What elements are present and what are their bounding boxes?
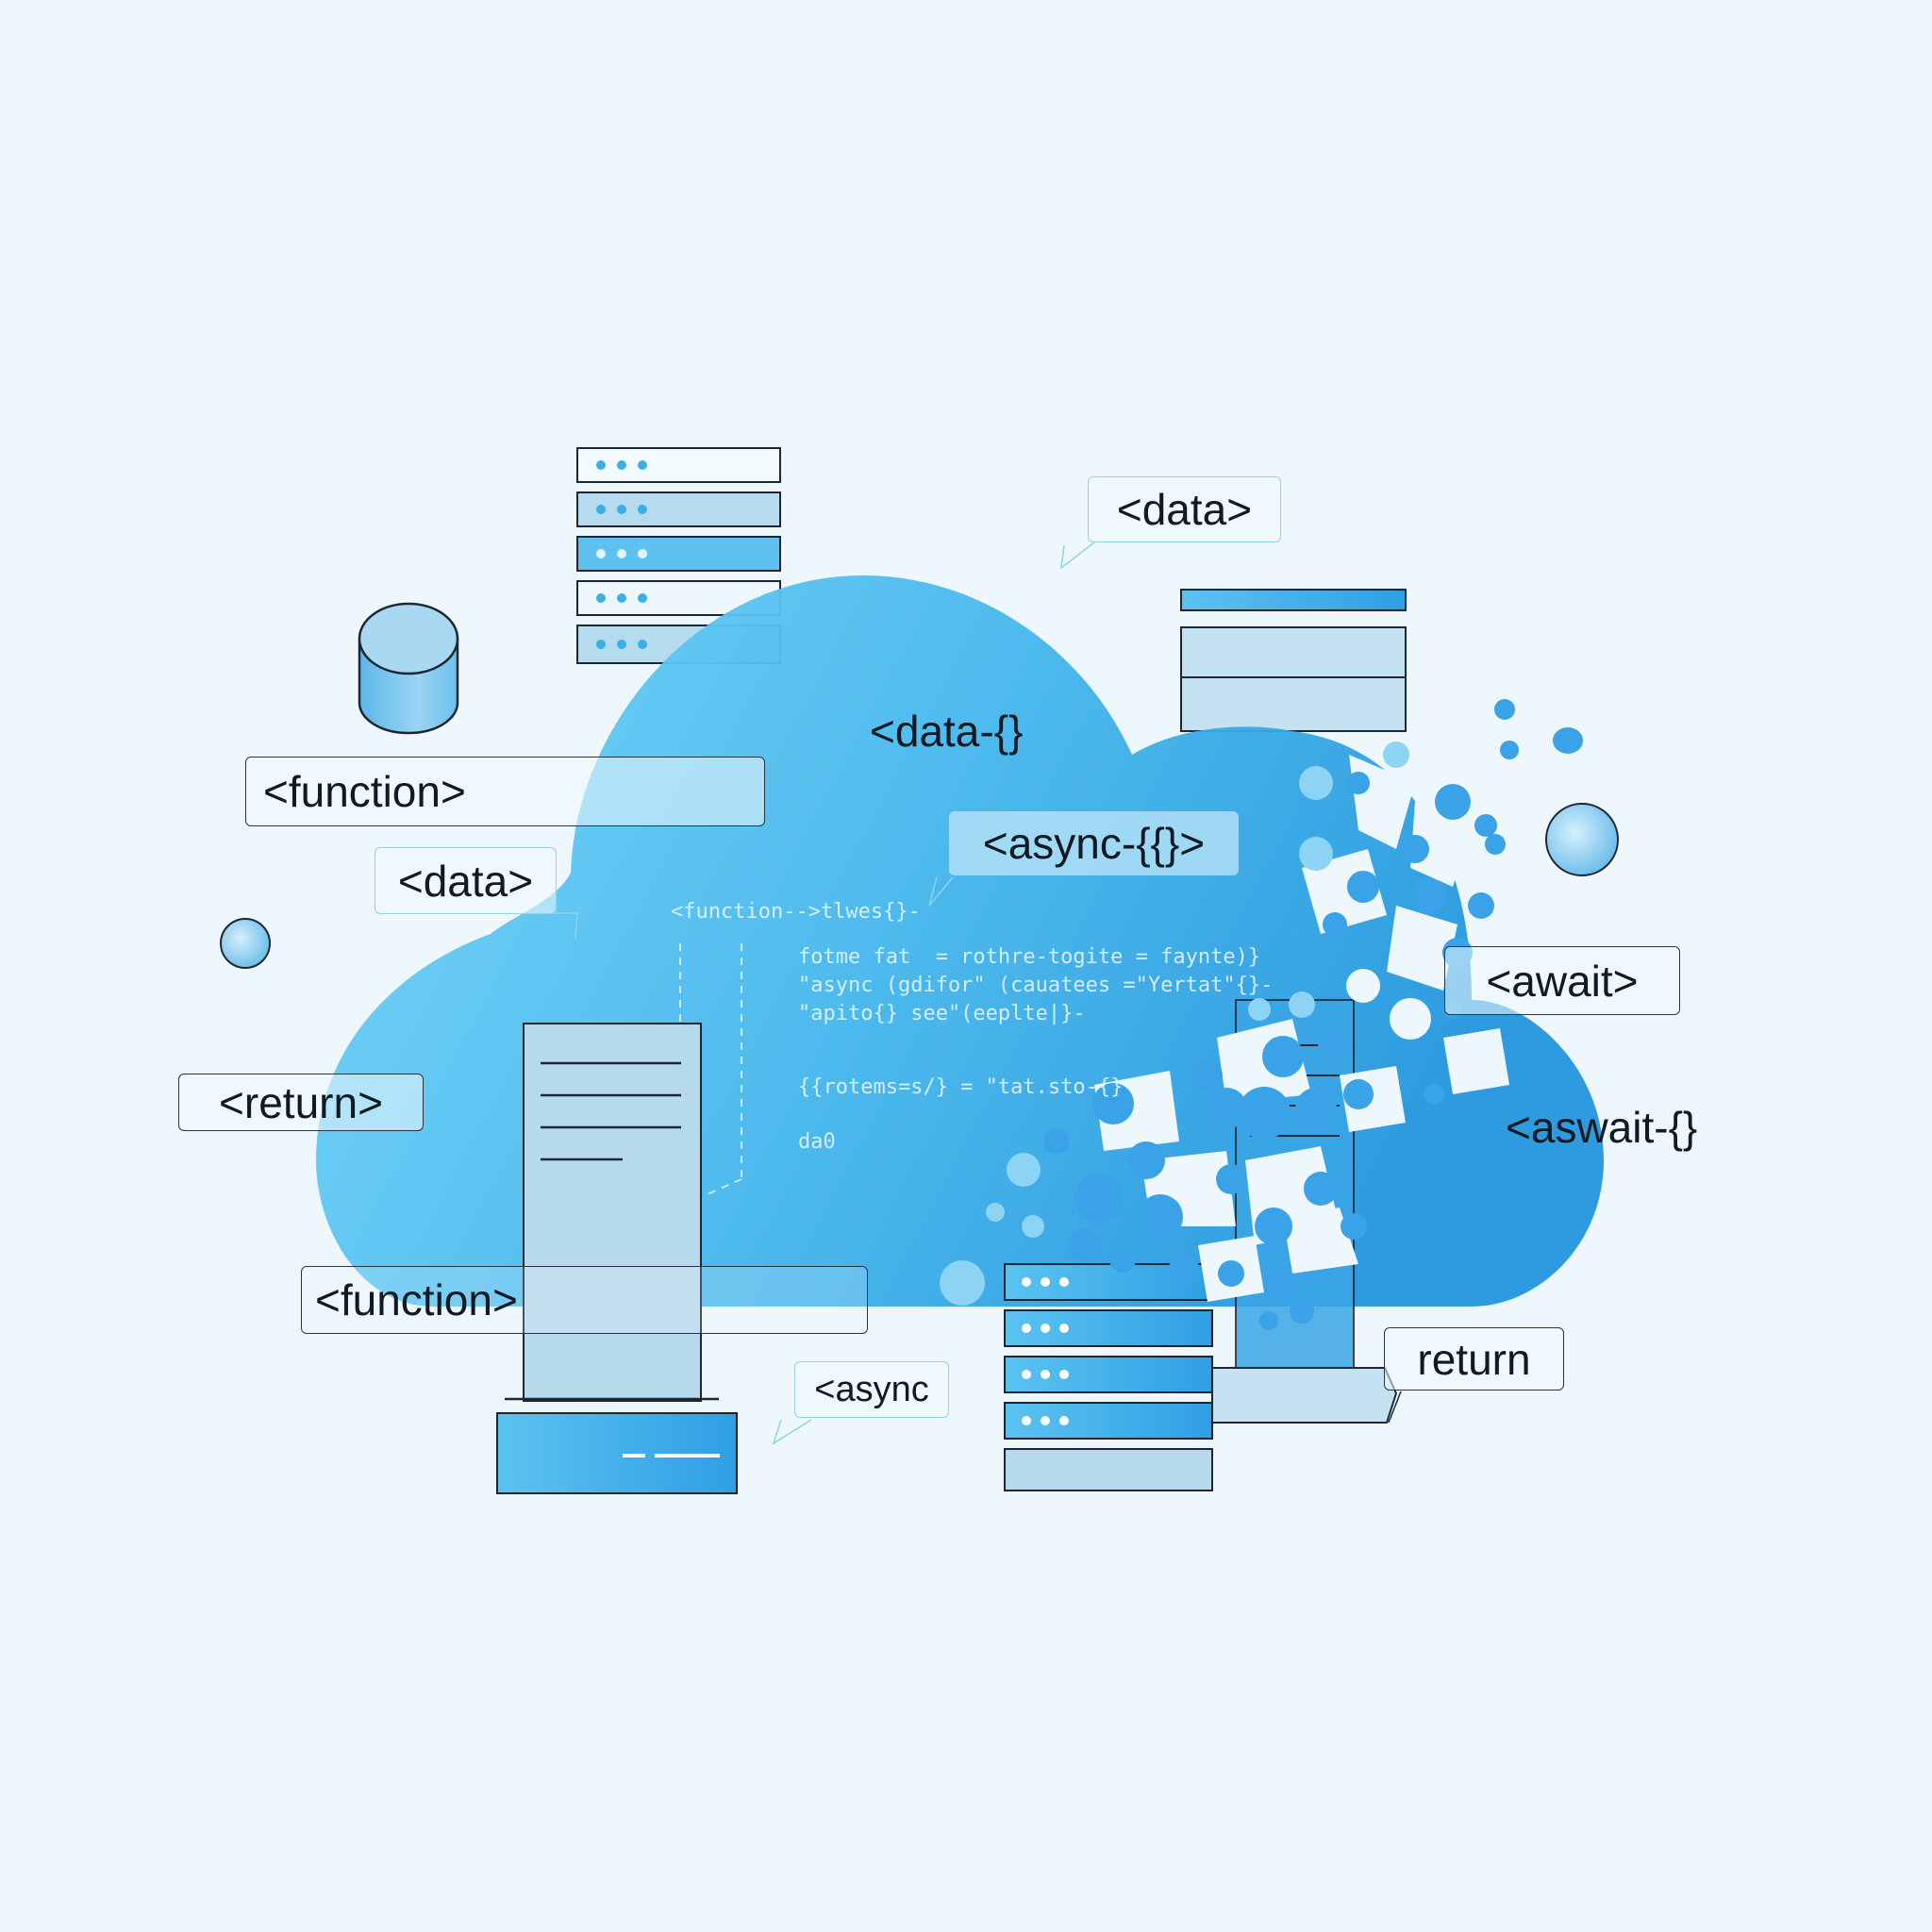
server-rack-top	[576, 447, 781, 664]
code-line-1: fotme fat = rothre-togite = faynte)}	[798, 945, 1261, 969]
database-cylinder-icon	[358, 602, 459, 735]
tag-await: <await>	[1444, 946, 1680, 1015]
tag-async-bottom: <async	[794, 1361, 949, 1418]
sphere-icon-right	[1545, 803, 1619, 876]
tag-return-bottom: return	[1384, 1327, 1564, 1391]
code-connector-lines	[679, 943, 742, 1197]
tag-data-cloud: <data-{}	[870, 707, 1024, 756]
tag-async-center: <async-{{}>	[949, 811, 1239, 875]
code-line-5: da0	[798, 1130, 836, 1154]
particle-cluster	[940, 699, 1583, 1330]
tag-return-left: <return>	[178, 1074, 424, 1131]
server-tower-left	[496, 1023, 738, 1494]
tag-data-left: <data>	[375, 847, 557, 914]
code-header: <function-->tlwes{}-	[671, 900, 921, 924]
tag-data-top: <data>	[1088, 476, 1281, 542]
tag-function-top: <function>	[245, 757, 765, 826]
sphere-icon-left	[220, 918, 271, 969]
tag-aswait: <aswait-{}	[1506, 1103, 1698, 1152]
code-line-2: "async (gdifor" (cauatees ="Yertat"{}-	[798, 974, 1274, 997]
server-panel-top-right	[1180, 589, 1407, 732]
server-rack-bottom	[1004, 1263, 1213, 1491]
code-line-3: "apito{} see"(eeplte|}-	[798, 1002, 1086, 1025]
tag-function-bottom: <function>	[301, 1266, 868, 1334]
code-line-4: {{rotems=s/} = "tat.sto-{}-	[798, 1075, 1136, 1099]
